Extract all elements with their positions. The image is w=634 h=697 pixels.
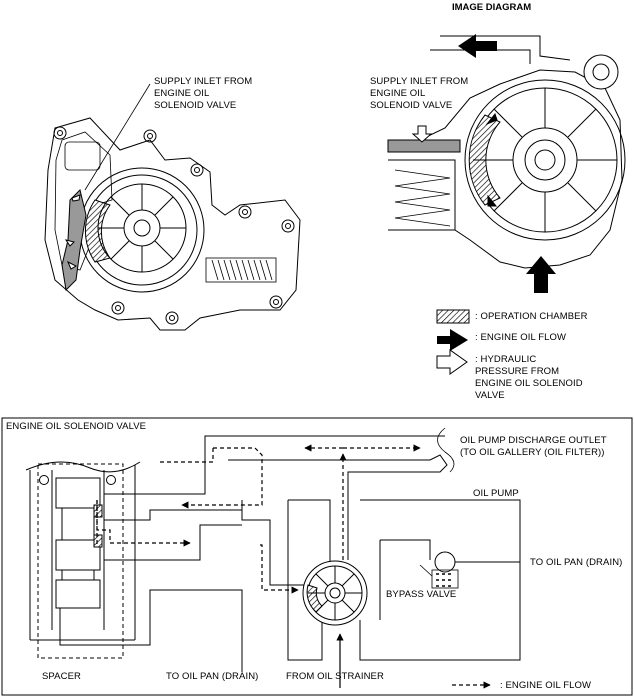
hydraulic-inlet-arrow-icon bbox=[411, 125, 433, 143]
bypass-valve-label: BYPASS VALVE bbox=[386, 589, 457, 600]
legend-operation-chamber-label: : OPERATION CHAMBER bbox=[475, 311, 588, 322]
oil-pump-label: OIL PUMP bbox=[473, 488, 519, 499]
supply-inlet-label-left: SUPPLY INLET FROM ENGINE OIL SOLENOID VA… bbox=[154, 76, 253, 111]
spacer-label: SPACER bbox=[42, 671, 81, 682]
image-diagram bbox=[387, 35, 626, 269]
legend-hydraulic-pressure-icon bbox=[436, 349, 468, 375]
legend-dashed-flow-label: : ENGINE OIL FLOW bbox=[500, 680, 592, 691]
flow-in-arrow-icon bbox=[526, 256, 556, 293]
from-oil-strainer-label: FROM OIL STRAINER bbox=[286, 671, 384, 682]
hydraulic-circuit bbox=[25, 427, 521, 672]
discharge-outlet-label: OIL PUMP DISCHARGE OUTLET (TO OIL GALLER… bbox=[460, 435, 607, 458]
engine-oil-flow-paths bbox=[96, 444, 421, 594]
pump-housing-drawing bbox=[44, 83, 301, 331]
solenoid-valve-label: ENGINE OIL SOLENOID VALVE bbox=[6, 421, 147, 432]
bottom-frame bbox=[1, 417, 633, 696]
legend-engine-oil-flow-label: : ENGINE OIL FLOW bbox=[475, 332, 567, 343]
flow-out-arrow-icon bbox=[458, 34, 497, 58]
image-diagram-title: IMAGE DIAGRAM bbox=[452, 2, 532, 13]
to-oil-pan-bottom-label: TO OIL PAN (DRAIN) bbox=[166, 671, 259, 682]
legend-operation-chamber-icon bbox=[436, 309, 470, 324]
legend-hydraulic-pressure-label: : HYDRAULIC PRESSURE FROM ENGINE OIL SOL… bbox=[475, 354, 583, 401]
legend-engine-oil-flow-icon bbox=[437, 329, 468, 351]
supply-inlet-label-right: SUPPLY INLET FROM ENGINE OIL SOLENOID VA… bbox=[370, 76, 469, 111]
to-oil-pan-right-label: TO OIL PAN (DRAIN) bbox=[530, 557, 623, 568]
